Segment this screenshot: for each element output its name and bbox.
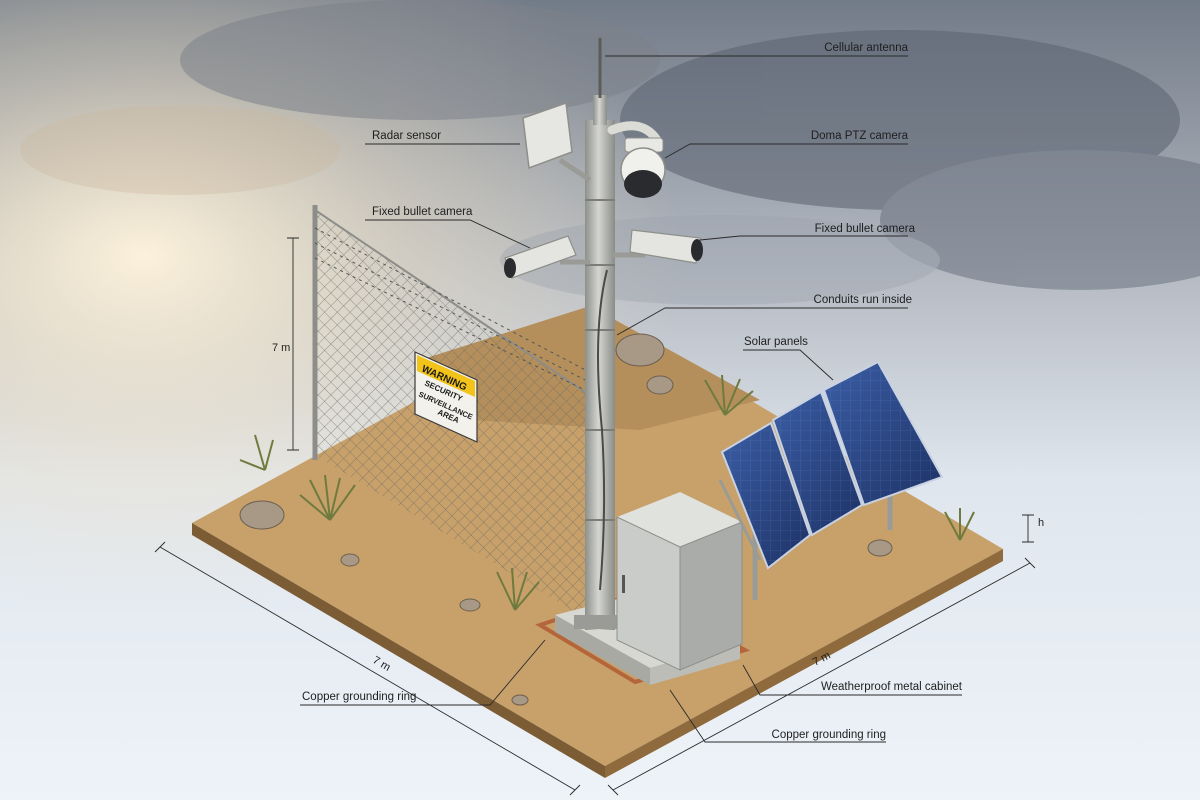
radar-sensor <box>522 101 592 183</box>
label-copper-ring-left: Copper grounding ring <box>302 691 416 703</box>
dim-fence-height: 7 m <box>272 342 290 354</box>
label-cellular-antenna: Cellular antenna <box>824 42 908 54</box>
dimension-lines <box>154 237 1036 796</box>
solar-array <box>718 360 944 600</box>
dome-ptz-camera <box>607 121 666 198</box>
mast-pole <box>574 95 626 630</box>
bullet-camera-right <box>612 229 703 264</box>
metal-cabinet <box>616 492 743 671</box>
label-cabinet: Weatherproof metal cabinet <box>821 681 963 693</box>
label-solar-panels: Solar panels <box>744 336 808 348</box>
dim-panel-height: h <box>1038 517 1044 529</box>
warning-sign: WARNING SECURITY SURVEILLANCE AREA <box>414 351 478 443</box>
label-copper-ring-bottom: Copper grounding ring <box>772 729 886 741</box>
bullet-camera-left <box>504 235 590 279</box>
label-fixed-bullet-camera-right: Fixed bullet camera <box>815 223 916 235</box>
rocks <box>239 333 893 706</box>
label-radar-sensor: Radar sensor <box>372 130 441 142</box>
desert-shrubs <box>239 374 975 611</box>
leader-lines <box>300 55 962 743</box>
label-dome-ptz-camera: Doma PTZ camera <box>811 130 909 142</box>
label-fixed-bullet-camera-left: Fixed bullet camera <box>372 206 473 218</box>
label-conduits: Conduits run inside <box>814 294 912 306</box>
